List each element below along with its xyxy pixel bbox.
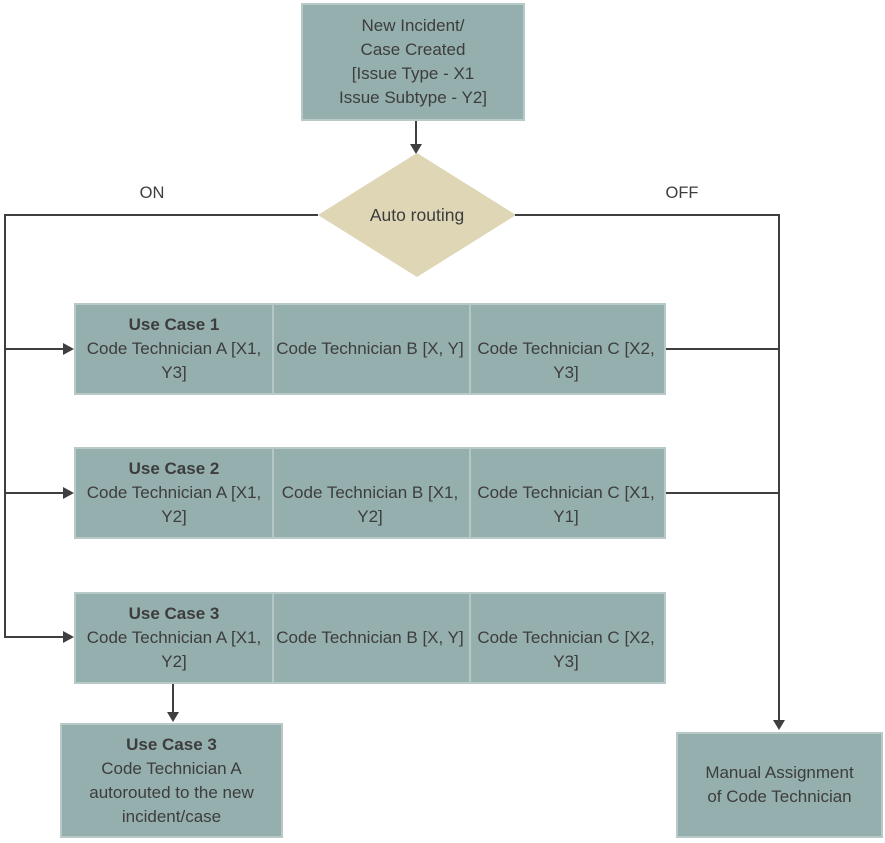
usecase2-technician-a: Code Technician A [X1, Y2] — [76, 481, 272, 529]
technician-name: Code Technician B — [276, 339, 418, 358]
technician-name: Code Technician B — [276, 628, 418, 647]
technician-tags: [X1, Y2] — [161, 628, 262, 671]
arrowhead-usecase2 — [63, 487, 74, 499]
usecase3-technician-b: Code Technician B [X, Y] — [272, 626, 468, 674]
arrowhead-auto-outcome — [167, 712, 179, 722]
column-divider — [469, 594, 471, 682]
usecase1-technician-b: Code Technician B [X, Y] — [272, 337, 468, 385]
usecase3-node: Use Case 3 Code Technician A [X1, Y2] Co… — [74, 592, 666, 684]
usecase3-technician-a: Code Technician A [X1, Y2] — [76, 626, 272, 674]
outcome-title: Use Case 3 — [126, 734, 217, 754]
outcome-manual-assignment-node: Manual Assignment of Code Technician — [676, 732, 883, 838]
technician-tags: [X1, Y2] — [161, 483, 262, 526]
arrowhead-usecase3 — [63, 631, 74, 643]
start-node-line: New Incident/ — [361, 16, 465, 35]
technician-name: Code Technician C — [477, 483, 620, 502]
technician-tags: [X2, Y3] — [553, 339, 655, 382]
arrowhead-start-to-decision — [410, 144, 422, 154]
start-node-line: Issue Subtype - Y2] — [338, 88, 488, 107]
outcome-line: Manual Assignment — [705, 763, 854, 782]
usecase1-title: Use Case 1 — [128, 315, 220, 334]
start-node-new-incident: New Incident/ Case Created [Issue Type -… — [301, 3, 525, 121]
outcome-line: incident/case — [121, 806, 222, 826]
technician-name: Code Technician A — [86, 483, 227, 502]
usecase2-title: Use Case 2 — [128, 459, 220, 478]
decision-label: Auto routing — [369, 204, 465, 225]
technician-name: Code Technician C — [477, 339, 620, 358]
technician-name: Code Technician A — [86, 339, 227, 358]
outcome-autorouted-node: Use Case 3 Code Technician A autorouted … — [60, 723, 283, 838]
usecase2-technician-c: Code Technician C [X1, Y1] — [468, 481, 664, 529]
usecase1-technician-a: Code Technician A [X1, Y3] — [76, 337, 272, 385]
branch-label-on: ON — [139, 184, 165, 202]
connector-on-horizontal — [4, 214, 318, 216]
connector-off-horizontal — [515, 214, 780, 216]
connector-on-to-usecase2 — [4, 492, 63, 494]
decision-auto-routing: Auto routing — [318, 153, 516, 277]
connector-usecase3-to-outcome — [172, 684, 174, 712]
column-divider — [272, 305, 274, 393]
technician-tags: [X1, Y3] — [161, 339, 262, 382]
technician-tags: [X1, Y2] — [357, 483, 459, 526]
connector-usecase2-to-off-line — [666, 492, 778, 494]
usecase3-technician-c: Code Technician C [X2, Y3] — [468, 626, 664, 674]
start-node-line: Case Created — [360, 40, 466, 59]
connector-usecase1-to-off-line — [666, 348, 778, 350]
technician-tags: [X, Y] — [422, 628, 464, 647]
column-divider — [272, 449, 274, 537]
connector-on-to-usecase1 — [4, 348, 63, 350]
usecase2-technician-b: Code Technician B [X1, Y2] — [272, 481, 468, 529]
outcome-line: Code Technician A — [101, 758, 242, 778]
connector-start-to-decision — [415, 121, 417, 144]
connector-on-to-usecase3 — [4, 636, 63, 638]
outcome-line: of Code Technician — [707, 787, 852, 806]
usecase1-technician-c: Code Technician C [X2, Y3] — [468, 337, 664, 385]
technician-tags: [X2, Y3] — [553, 628, 655, 671]
arrowhead-manual-assignment — [773, 720, 785, 730]
technician-name: Code Technician B — [281, 483, 424, 502]
outcome-line: autorouted to the new — [89, 782, 254, 802]
start-node-line: [Issue Type - X1 — [351, 64, 475, 83]
technician-name: Code Technician C — [477, 628, 620, 647]
technician-tags: [X1, Y1] — [553, 483, 655, 526]
connector-on-vertical — [4, 214, 6, 638]
column-divider — [272, 594, 274, 682]
technician-name: Code Technician A — [86, 628, 227, 647]
connector-off-vertical — [778, 214, 780, 721]
arrowhead-usecase1 — [63, 343, 74, 355]
column-divider — [469, 449, 471, 537]
usecase2-node: Use Case 2 Code Technician A [X1, Y2] Co… — [74, 447, 666, 539]
usecase3-title: Use Case 3 — [128, 604, 220, 623]
branch-label-off: OFF — [665, 184, 699, 202]
usecase1-node: Use Case 1 Code Technician A [X1, Y3] Co… — [74, 303, 666, 395]
column-divider — [469, 305, 471, 393]
technician-tags: [X, Y] — [422, 339, 464, 358]
